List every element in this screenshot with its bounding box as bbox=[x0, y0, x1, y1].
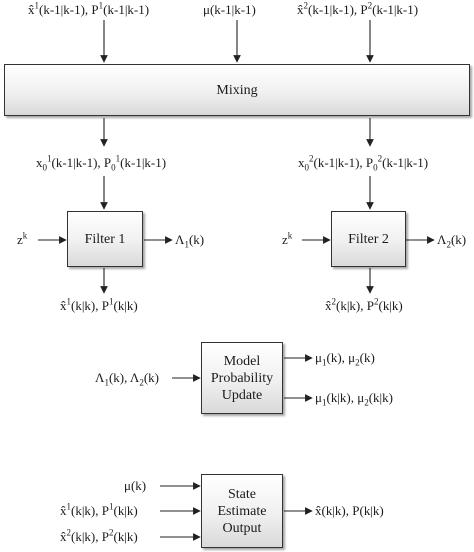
label-filter1-input: zk bbox=[17, 230, 28, 247]
state-output-line-2: Estimate bbox=[217, 503, 267, 519]
filter2-label: Filter 2 bbox=[348, 231, 389, 247]
label-mu-prev: μ(k-1|k-1) bbox=[203, 2, 256, 17]
label-state-input-x2: x̂2(k|k), P2(k|k) bbox=[60, 527, 138, 544]
model-update-line-2: Probability bbox=[210, 370, 274, 386]
label-mixed-right: x02(k-1|k-1), P02(k-1|k-1) bbox=[298, 153, 429, 173]
label-filter2-estimate: x̂2(k|k), P2(k|k) bbox=[325, 296, 403, 313]
mixing-block: Mixing bbox=[4, 64, 470, 116]
label-filter2-input: zk bbox=[282, 230, 293, 247]
filter1-label: Filter 1 bbox=[84, 231, 126, 247]
filter1-block: Filter 1 bbox=[67, 211, 143, 267]
model-update-line-3: Update bbox=[221, 387, 263, 403]
label-model-update-input: Λ1(k), Λ2(k) bbox=[95, 370, 159, 388]
state-output-line-1: State bbox=[228, 486, 256, 502]
label-model-update-out1: μ1(k), μ2(k) bbox=[315, 350, 375, 368]
state-output-line-3: Output bbox=[222, 520, 262, 536]
label-filter1-estimate: x̂1(k|k), P1(k|k) bbox=[60, 296, 138, 313]
label-model-update-out2: μ1(k|k), μ2(k|k) bbox=[315, 390, 393, 408]
label-mixed-left: x01(k-1|k-1), P01(k-1|k-1) bbox=[36, 153, 167, 173]
label-state-input-x1: x̂1(k|k), P1(k|k) bbox=[60, 501, 138, 518]
mixing-label: Mixing bbox=[216, 82, 258, 98]
model-probability-update-block: Model Probability Update bbox=[201, 342, 283, 414]
state-estimate-output-block: State Estimate Output bbox=[201, 474, 283, 548]
label-x1-prev: x̂1(k-1|k-1), P1(k-1|k-1) bbox=[28, 0, 150, 17]
model-update-line-1: Model bbox=[223, 353, 261, 369]
label-state-output-result: x̂(k|k), P(k|k) bbox=[315, 503, 384, 518]
label-filter1-likelihood: Λ1(k) bbox=[175, 232, 205, 250]
label-filter2-likelihood: Λ2(k) bbox=[437, 232, 467, 250]
label-state-input-mu: μ(k) bbox=[124, 478, 147, 493]
filter2-block: Filter 2 bbox=[331, 211, 406, 267]
label-x2-prev: x̂2(k-1|k-1), P2(k-1|k-1) bbox=[297, 0, 419, 17]
